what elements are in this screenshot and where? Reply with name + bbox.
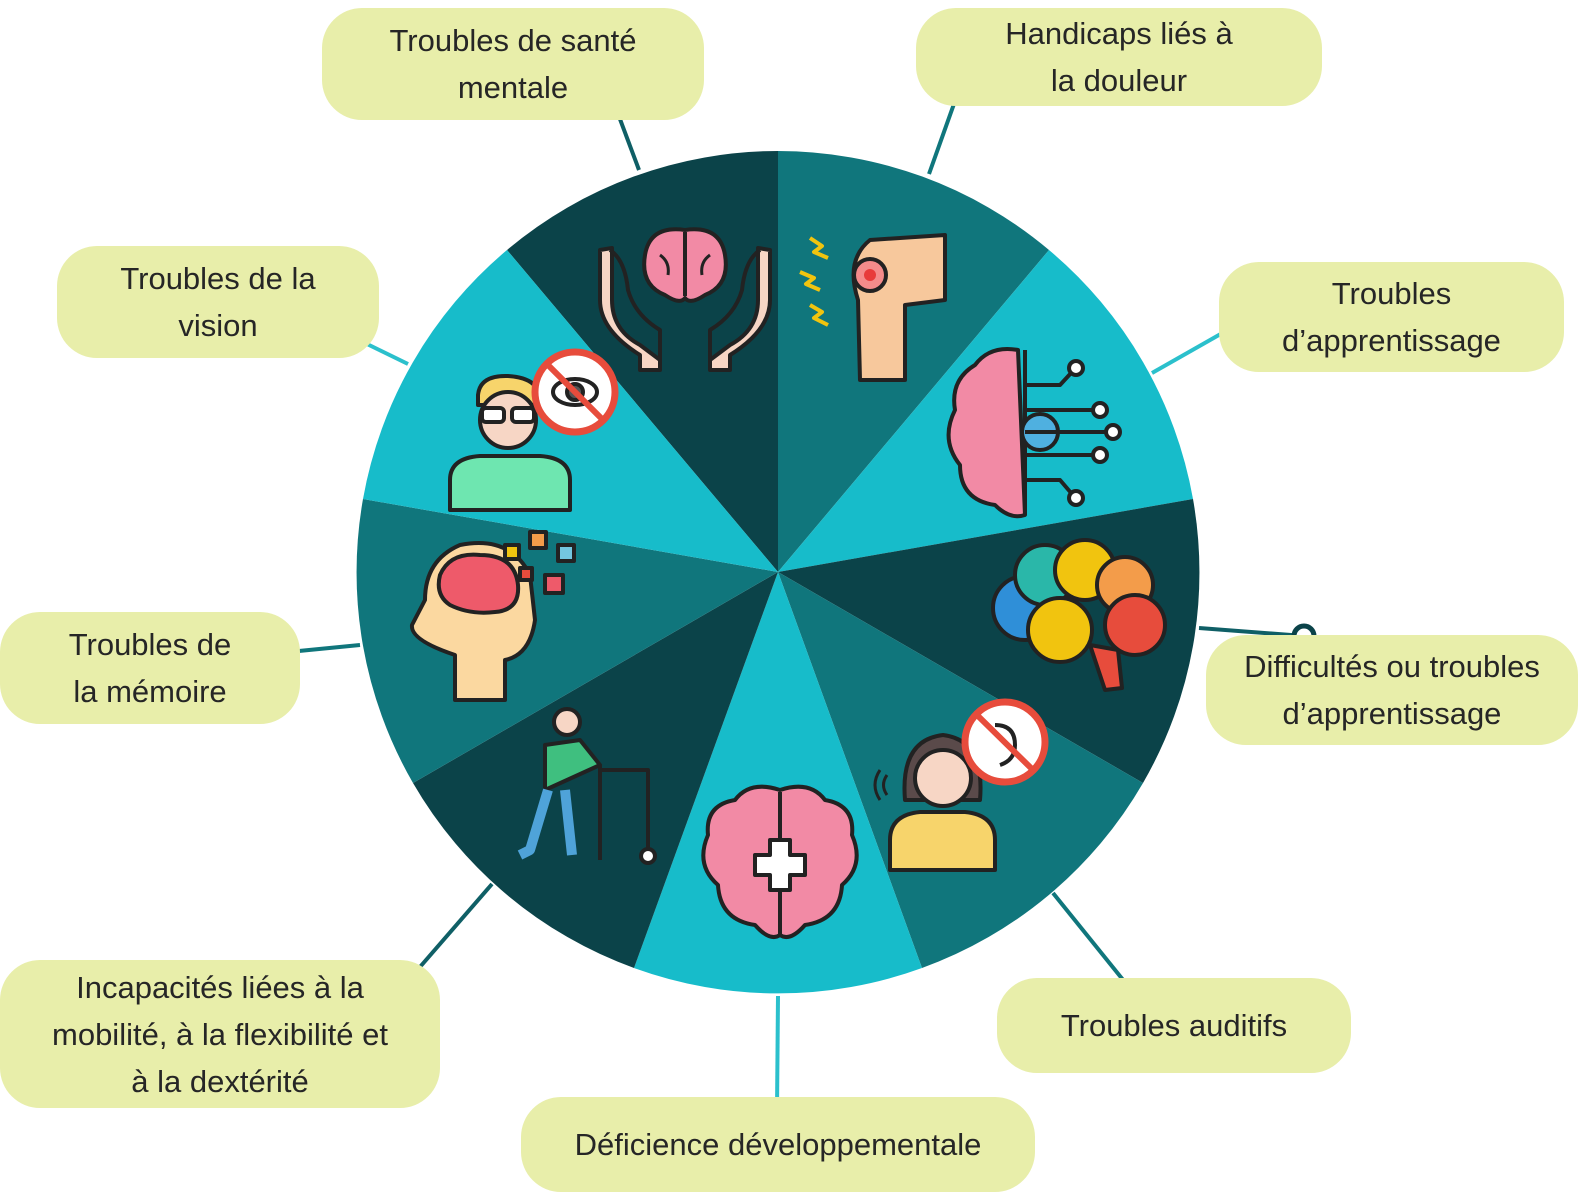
brain-in-hands-icon [598, 227, 772, 372]
label-hearing: Troubles auditifs [997, 978, 1351, 1073]
brain-plus-icon [701, 784, 859, 939]
person-blind-icon [448, 348, 619, 512]
segment-mobility [413, 572, 778, 968]
connector-learning-difficulties [1198, 626, 1305, 638]
knee-pain-icon [799, 233, 947, 382]
label-developmental: Déficience développementale [521, 1097, 1035, 1192]
digital-brain-icon [946, 347, 1122, 519]
colorful-brain-icon [991, 538, 1167, 692]
segment-pain [778, 151, 1049, 572]
person-walker-icon [517, 707, 657, 865]
deaf-person-icon [873, 698, 1049, 872]
connector-developmental [775, 995, 780, 1111]
head-memory-icon [410, 530, 576, 702]
connector-hearing [1051, 891, 1134, 993]
segment-developmental [634, 572, 922, 994]
